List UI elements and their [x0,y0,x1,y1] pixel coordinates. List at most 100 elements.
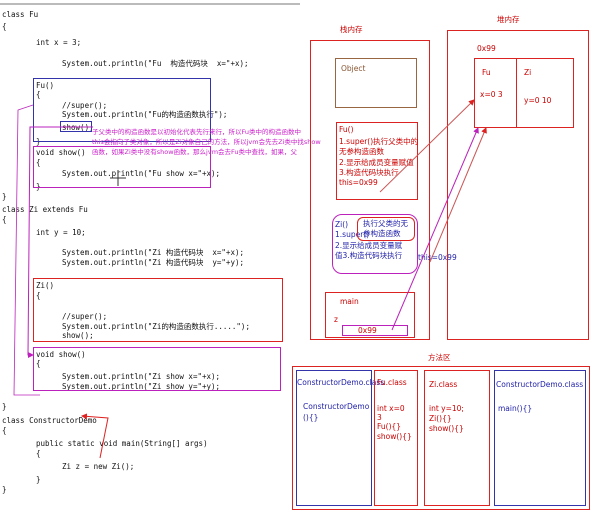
fu-frame-line: 3.构造代码块执行 [339,168,399,177]
main-frame [325,292,415,338]
class-box-zi [424,370,490,506]
code-line: { [36,158,41,167]
method-area [292,366,590,510]
class-name: Fu.class [377,378,407,387]
code-line: Fu() [36,81,55,90]
heap-zi-part [516,58,574,128]
main-var: z [334,315,338,324]
zi-frame-line: 1.super() [335,230,370,239]
code-line: } [2,192,7,201]
zi-side-note-1: 执行父类的无 [363,219,408,228]
code-line: class Zi extends Fu [2,205,88,214]
zi-frame-line: 值3.构造代码块执行 [335,251,403,260]
fu-show-box [33,146,211,188]
code-line: { [2,426,7,435]
class-content: ConstructorDemo [303,402,370,411]
heap-zi-label: Zi [524,68,532,77]
code-line: Zi() [36,281,55,290]
class-content: 3 [377,413,382,422]
code-line: } [36,475,41,484]
class-content: Fu(){} [377,422,402,431]
annotation-line-2: this会指向子类对象，所以是Zi对象自己的方法，所以jvm会先去Zi类中找sh… [92,138,321,146]
code-line: } [2,402,7,411]
main-ref-box [342,325,408,336]
zi-side-note-box [357,217,415,241]
new-zi-arrow [81,413,109,459]
class-content: (){} [303,413,319,422]
class-content: int x=0 [377,404,405,413]
class-content: show(){} [377,432,412,441]
main-ref-arrow [391,127,479,331]
class-box-constructordemo-2 [494,370,586,506]
code-line: //super(); [62,312,108,321]
fu-frame-line: 2.显示给成员变量赋值 [339,158,414,167]
fu-frame-line: Fu() [339,125,354,134]
code-line: System.out.println("Zi show y="+y); [62,382,221,391]
class-content: int y=10; [429,404,464,413]
zi-frame-line: 2.显示给成员变量赋 [335,241,403,250]
zi-show-box [33,347,281,391]
class-content: Zi(){} [429,414,452,423]
class-box-constructordemo-1 [296,370,372,506]
code-line: show(); [62,331,94,340]
code-line: public static void main(String[] args) [36,439,208,448]
zi-frame [332,214,418,274]
code-line: System.out.println("Fu的构造函数执行"); [62,110,228,119]
annotation-line-3: 函数，如果Zi类中没有show函数，那么jvm会去Fu类中查找，如果，父 [92,148,298,156]
heap-title: 堆内存 [497,15,520,24]
return-line [13,104,40,396]
code-line: } [36,182,41,191]
annotation-line-1: 子父类中的构造函数是以初始化代表先行来行，所以Fu类中的构造函数中 [92,128,302,136]
code-line: { [2,215,7,224]
fu-frame-line: 无参构造函数 [339,147,384,156]
method-area-title: 方法区 [428,353,451,362]
zi-frame-line: Zi() [335,220,349,229]
code-line: void show() [36,350,86,359]
stack-title: 栈内存 [340,25,363,34]
code-line: System.out.println("Zi的构造函数执行....."); [62,322,250,331]
fu-frame [336,122,418,200]
zi-this-arrow [429,127,487,263]
code-line: } [2,485,7,494]
object-frame [335,58,417,108]
code-line: { [36,359,41,368]
class-name: ConstructorDemo.class [297,378,385,387]
code-line: { [36,291,41,300]
code-line: void show() [36,148,86,157]
fu-constructor-box [33,78,211,142]
code-line: System.out.println("Fu 构造代码块 x="+x); [62,59,249,68]
zi-this-label: this=0x99 [418,253,457,262]
class-name: Zi.class [429,380,458,389]
show-dispatch-arrow [27,126,93,358]
heap-area [447,30,589,340]
code-line: class ConstructorDemo [2,416,97,425]
zi-side-note-2: 参构造函数 [363,229,401,238]
code-line: Zi z = new Zi(); [62,462,135,471]
code-line: int y = 10; [36,228,86,237]
code-line: System.out.println("Zi 构造代码块 y="+y); [62,258,244,267]
main-value: 0x99 [358,326,377,335]
stack-area [310,40,430,340]
code-line: System.out.println("Fu show x="+x); [62,169,221,178]
heap-address: 0x99 [477,44,496,53]
cursor-cross [110,170,126,186]
fu-frame-line: this=0x99 [339,178,378,187]
code-line: class Fu [2,10,39,19]
zi-constructor-box [33,278,283,342]
heap-fu-field: x=0 3 [480,90,503,99]
fu-this-arrow [379,99,475,193]
code-line: { [36,449,41,458]
code-line: //super(); [62,101,108,110]
class-name: ConstructorDemo.class [496,380,584,389]
code-line: { [2,22,7,31]
object-label: Object [341,64,366,73]
heap-zi-field: y=0 10 [524,96,552,105]
class-box-fu [374,370,418,506]
code-line: System.out.println("Zi show x="+x); [62,372,221,381]
heap-fu-label: Fu [482,68,491,77]
class-content: main(){} [498,404,533,413]
main-label: main [340,297,359,306]
code-line: { [36,90,41,99]
code-line: int x = 3; [36,38,82,47]
